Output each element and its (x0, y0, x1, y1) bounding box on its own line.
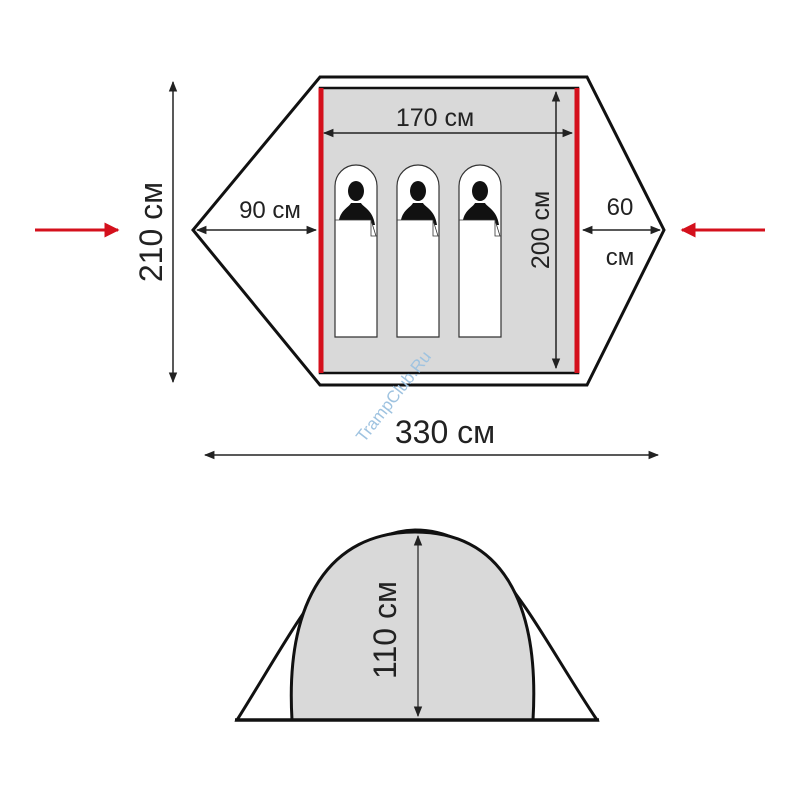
length-200-label: 200 см (527, 191, 555, 269)
person-icon (401, 203, 437, 225)
side-view: 110 см (234, 528, 600, 722)
width-170-label: 170 см (396, 104, 474, 132)
sleeping-bag (458, 164, 502, 338)
sleeping-bags (334, 164, 502, 338)
total-length-label: 330 см (395, 414, 495, 450)
inner-dome (289, 530, 536, 722)
top-view: 170 см 200 см 90 см 60 см 210 см 330 см (35, 75, 765, 460)
vestibule-left-label: 90 см (239, 197, 301, 224)
person-icon (463, 203, 499, 225)
vestibule-right-value: 60 (607, 194, 634, 221)
total-width-label: 210 см (133, 182, 169, 282)
sleeping-bag (396, 164, 440, 338)
person-icon (339, 203, 375, 225)
sleeping-bag (334, 164, 378, 338)
height-label: 110 см (367, 581, 403, 679)
vestibule-right-unit: см (606, 244, 635, 271)
